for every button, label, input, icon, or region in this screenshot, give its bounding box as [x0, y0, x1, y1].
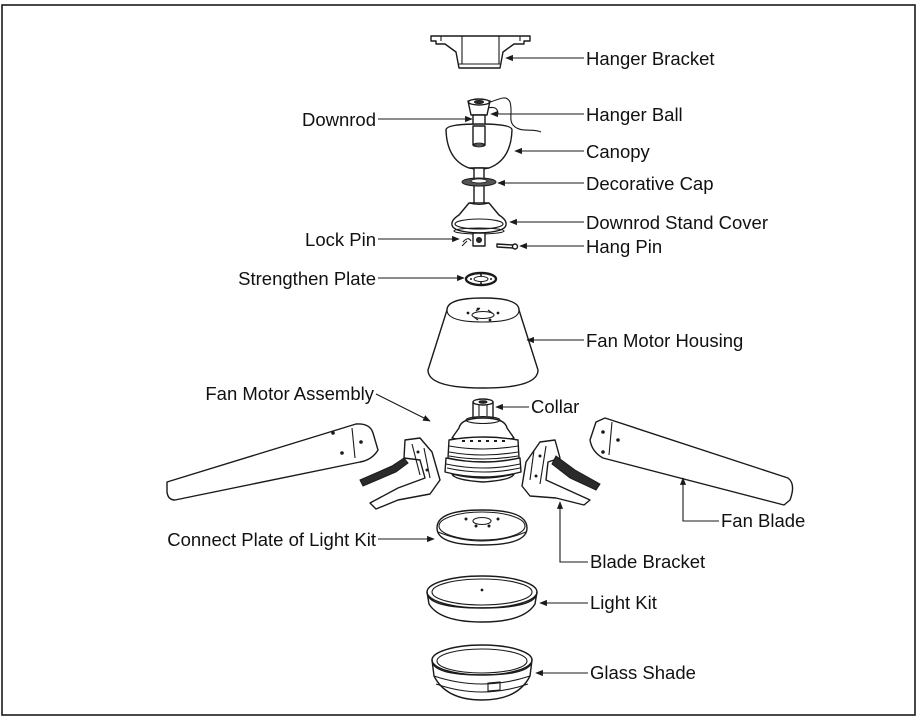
- label-collar: Collar: [531, 396, 579, 417]
- hanger-ball-part: [467, 97, 542, 133]
- hang-pin-part: [496, 243, 519, 250]
- label-hanger-ball: Hanger Ball: [586, 104, 683, 125]
- blade-bracket-right-part: [521, 439, 601, 506]
- label-fan-motor-assembly: Fan Motor Assembly: [205, 383, 374, 404]
- label-hang-pin: Hang Pin: [586, 236, 662, 257]
- fan-blade-right-part: [589, 417, 794, 506]
- decorative-cap-part: [461, 177, 497, 187]
- label-blade-bracket: Blade Bracket: [590, 551, 705, 572]
- label-downrod-stand-cover: Downrod Stand Cover: [586, 212, 768, 233]
- fan-motor-assembly-part: [444, 398, 522, 483]
- label-lock-pin: Lock Pin: [305, 229, 376, 250]
- downrod-stand-cover-part: [451, 202, 507, 247]
- leader-lines: [375, 54, 719, 677]
- label-connect-plate: Connect Plate of Light Kit: [167, 529, 376, 550]
- label-decorative-cap: Decorative Cap: [586, 173, 714, 194]
- blade-bracket-left-part: [359, 437, 441, 510]
- canopy-part: [445, 123, 513, 171]
- glass-shade-part: [431, 644, 533, 701]
- lock-pin-part: [461, 238, 472, 247]
- label-hanger-bracket: Hanger Bracket: [586, 48, 715, 69]
- fan-blade-left-part: [166, 423, 379, 501]
- label-downrod: Downrod: [302, 109, 376, 130]
- label-glass-shade: Glass Shade: [590, 662, 696, 683]
- strengthen-plate-part: [464, 271, 498, 287]
- connect-plate-part: [436, 509, 528, 546]
- label-canopy: Canopy: [586, 141, 651, 162]
- light-kit-part: [426, 575, 538, 623]
- label-fan-motor-housing: Fan Motor Housing: [586, 330, 743, 351]
- label-fan-blade: Fan Blade: [721, 510, 805, 531]
- label-strengthen-plate: Strengthen Plate: [238, 268, 376, 289]
- hanger-bracket-part: [430, 35, 531, 69]
- diagram-frame: [1, 4, 916, 716]
- fan-motor-housing-part: [427, 297, 539, 389]
- label-light-kit: Light Kit: [590, 592, 657, 613]
